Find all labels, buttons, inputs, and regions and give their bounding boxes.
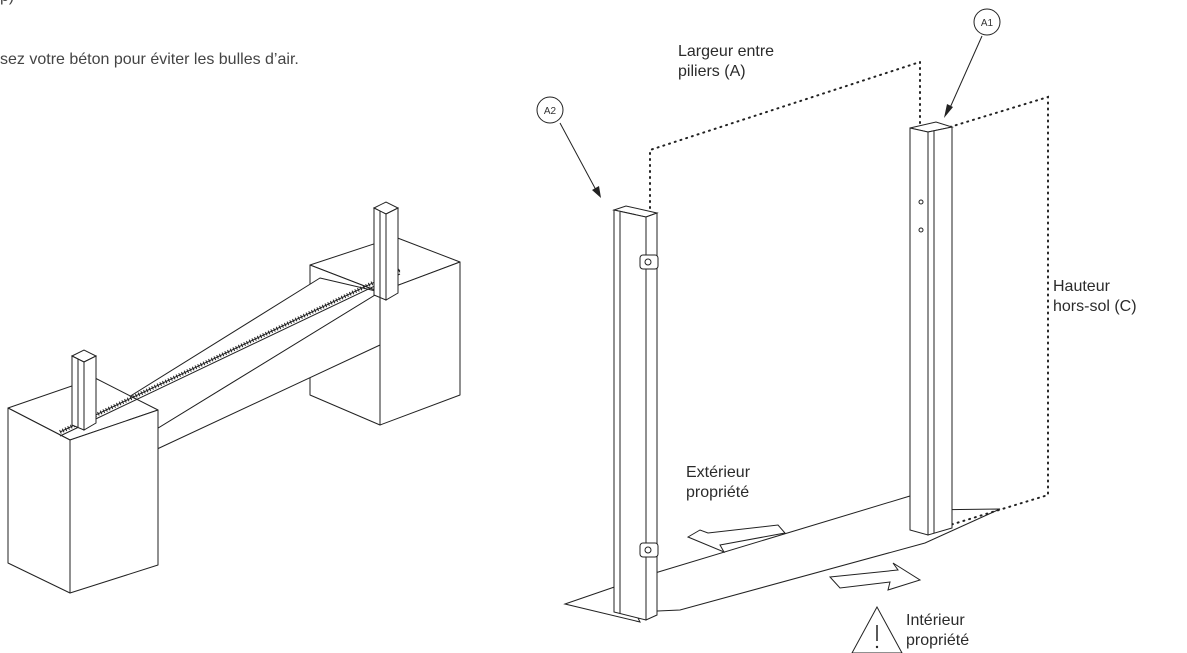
width-label-line1: Largeur entre <box>678 43 775 60</box>
leader-arrowhead-a1 <box>944 104 953 118</box>
warning-triangle-icon <box>851 605 903 653</box>
height-label-line1: Hauteur <box>1053 278 1110 295</box>
width-between-pillars-label: Largeur entre piliers (A) <box>678 42 774 82</box>
instruction-text: sez votre béton pour éviter les bulles d… <box>0 51 299 68</box>
post-a2 <box>612 205 659 621</box>
interior-label-line2: propriété <box>906 632 970 649</box>
dimension-lines <box>649 60 1049 526</box>
callout-a2-label: A2 <box>544 106 557 117</box>
interior-label-line1: Intérieur <box>906 612 965 629</box>
post-a1 <box>909 121 954 536</box>
arrow-right-icon <box>828 562 922 591</box>
interior-property-label: Intérieur propriété <box>906 611 969 651</box>
arrow-left-icon <box>686 524 786 554</box>
height-label-line2: hors-sol (C) <box>1053 298 1137 315</box>
top-text-fragment: p) <box>0 0 14 7</box>
callout-a1-label: A1 <box>981 18 994 29</box>
width-label-line2: piliers (A) <box>678 63 746 80</box>
callout-a2 <box>536 96 564 124</box>
leader-arrowhead-a2 <box>592 186 601 198</box>
left-footing-front <box>7 407 71 594</box>
exterior-label-line1: Extérieur <box>686 464 751 481</box>
exterior-property-label: Extérieur propriété <box>686 463 750 503</box>
callout-a1 <box>973 8 1001 36</box>
height-above-ground-label: Hauteur hors-sol (C) <box>1053 277 1137 317</box>
exterior-label-line2: propriété <box>686 484 750 501</box>
